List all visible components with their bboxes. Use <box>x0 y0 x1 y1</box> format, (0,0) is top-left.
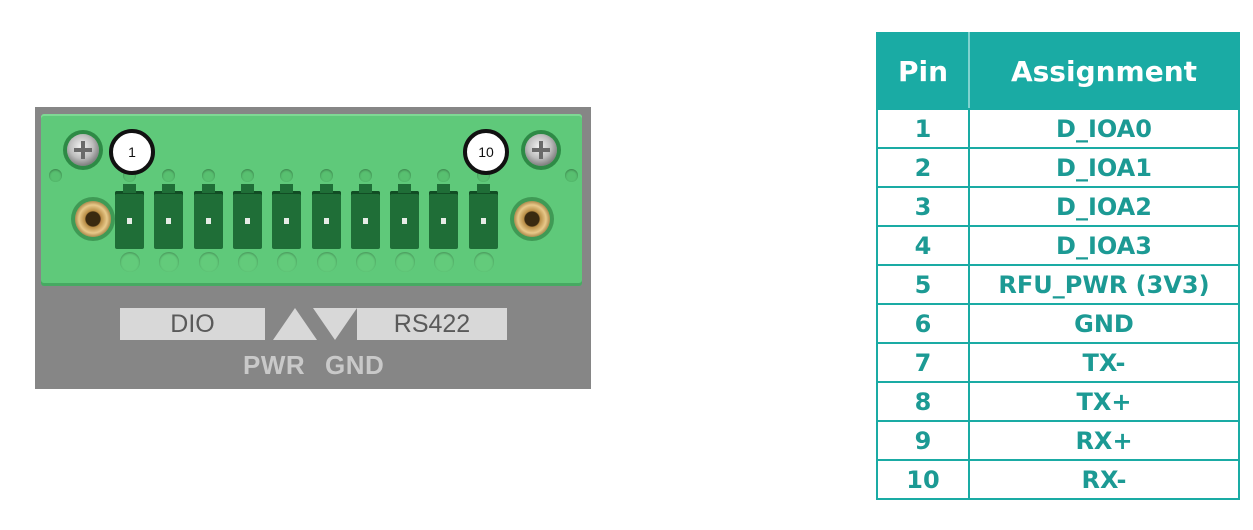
pin-assignment-cell: TX+ <box>968 381 1240 422</box>
bottom-dot <box>198 252 219 272</box>
pin-number-cell: 7 <box>876 342 970 383</box>
pin-number-cell: 4 <box>876 225 970 266</box>
gnd-label: GND <box>325 350 385 380</box>
pin-number-cell: 1 <box>876 108 970 149</box>
pin-number-cell: 9 <box>876 420 970 461</box>
header-assignment: Assignment <box>968 32 1240 110</box>
terminal-slot <box>193 184 223 249</box>
pin-assignment-cell: D_IOA1 <box>968 147 1240 188</box>
pin-assignment-cell: RX+ <box>968 420 1240 461</box>
terminal-slot <box>154 184 184 249</box>
terminal-slot <box>232 184 262 249</box>
dio-label: DIO <box>120 308 265 340</box>
top-dot <box>437 169 451 182</box>
pin-number-cell: 10 <box>876 459 970 500</box>
connector-photo: 1 10 DIO RS422 PWR GND <box>35 107 591 389</box>
rs422-label: RS422 <box>357 308 507 340</box>
side-dot <box>49 169 62 182</box>
side-dot <box>565 169 578 182</box>
left-screw-icon <box>67 134 99 166</box>
pwr-label: PWR <box>243 350 306 380</box>
pin-number-cell: 5 <box>876 264 970 305</box>
pwr-marker <box>273 308 317 340</box>
right-mount-hole-icon <box>514 201 550 237</box>
terminal-slot <box>468 184 498 249</box>
bottom-dot <box>316 252 337 272</box>
top-dot <box>398 169 412 182</box>
bottom-dot <box>395 252 416 272</box>
pin-assignment-cell: D_IOA0 <box>968 108 1240 149</box>
pin-assignment-cell: GND <box>968 303 1240 344</box>
pin-number-cell: 6 <box>876 303 970 344</box>
terminal-slot <box>350 184 380 249</box>
top-dot <box>280 169 294 182</box>
bottom-dot <box>277 252 298 272</box>
pin-assignment-cell: D_IOA2 <box>968 186 1240 227</box>
terminal-slot <box>115 184 144 249</box>
top-dot <box>240 169 254 182</box>
top-dot <box>162 169 176 182</box>
table-header-row: Pin Assignment <box>876 32 1240 110</box>
pin-assignment-cell: RX- <box>968 459 1240 500</box>
top-dot <box>201 169 215 182</box>
bottom-dot <box>159 252 180 272</box>
bottom-dot <box>120 252 140 272</box>
bottom-dot <box>473 252 494 272</box>
terminal-slot <box>311 184 341 249</box>
pin-number-cell: 3 <box>876 186 970 227</box>
bottom-dot <box>355 252 376 272</box>
pin-assignment-cell: RFU_PWR (3V3) <box>968 264 1240 305</box>
pin-number-cell: 8 <box>876 381 970 422</box>
right-screw-icon <box>525 134 557 166</box>
pin-assignment-cell: TX- <box>968 342 1240 383</box>
terminal-slot <box>390 184 420 249</box>
bottom-dot <box>434 252 455 272</box>
bottom-dot <box>237 252 258 272</box>
callout-pin-1: 1 <box>109 129 155 175</box>
callout-pin-10: 10 <box>463 129 509 175</box>
terminal-slot <box>429 184 459 249</box>
top-dot <box>358 169 372 182</box>
top-dot <box>319 169 333 182</box>
pin-assignment-cell: D_IOA3 <box>968 225 1240 266</box>
header-pin: Pin <box>876 32 970 110</box>
terminal-slot <box>272 184 302 249</box>
gnd-marker <box>313 308 357 340</box>
pin-number-cell: 2 <box>876 147 970 188</box>
left-mount-hole-icon <box>75 201 111 237</box>
